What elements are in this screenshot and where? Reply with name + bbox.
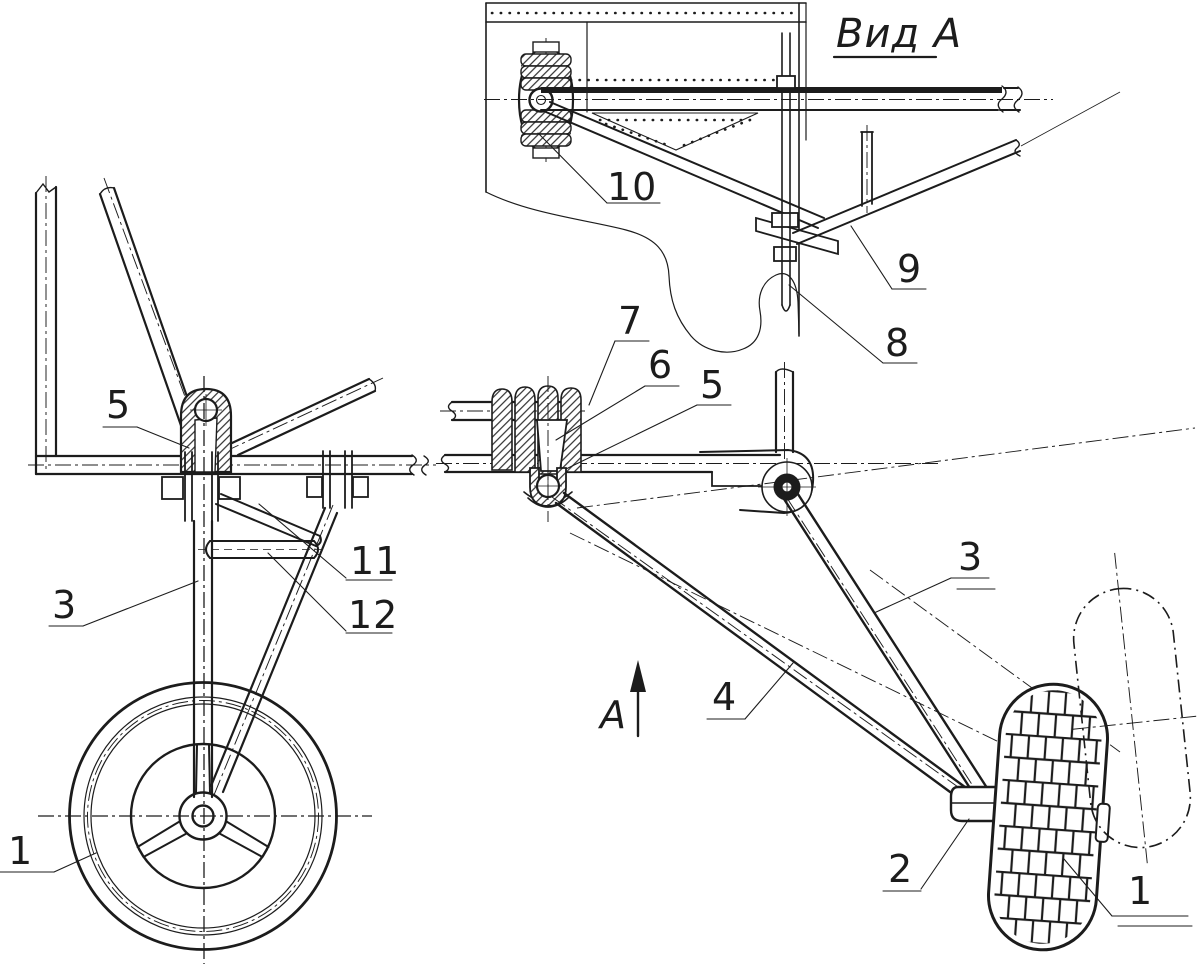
view-direction-arrow: [630, 660, 646, 738]
gusset-plate: [591, 112, 759, 151]
part-label-5-front: 5: [106, 383, 132, 427]
front-view: [0, 176, 436, 964]
view-arrow-letter: А: [600, 693, 627, 737]
part-label-3-side: 3: [958, 535, 984, 579]
part-label-6: 6: [648, 343, 674, 387]
cross-tube-12: [198, 540, 326, 559]
cross-tube: [484, 85, 1053, 113]
seat-diagonal-tube: [223, 377, 384, 457]
part-label-3-front: 3: [52, 583, 78, 627]
vertical-bolt-rod: [776, 32, 796, 312]
part-label-10: 10: [607, 165, 658, 209]
wheel-spokes: [136, 744, 270, 858]
tire-tread: [994, 690, 1102, 944]
brace-tube-9: [792, 91, 1121, 245]
pivot-lug: [179, 387, 233, 474]
part-label-1-side: 1: [1128, 869, 1154, 913]
main-strut-front: [192, 519, 214, 799]
view-title: Вид А: [836, 11, 963, 57]
detail-leaders: [537, 55, 938, 364]
frame-left-tube: [34, 176, 58, 476]
side-view: [436, 340, 1200, 952]
front-leaders: [0, 426, 393, 873]
part-label-11: 11: [350, 539, 401, 583]
part-label-1-front: 1: [8, 829, 34, 873]
jury-strut-11: [215, 493, 322, 547]
part-label-2: 2: [888, 847, 914, 891]
rubber-rings: [520, 41, 572, 159]
part-label-4: 4: [712, 675, 738, 719]
part-label-5-side: 5: [700, 363, 726, 407]
rubber-shock-absorber: [517, 38, 575, 162]
hinge-clamp-center: [161, 451, 241, 522]
hinge-clamp-right: [306, 450, 369, 509]
side-strut-front: [209, 504, 339, 796]
wheel-side: [986, 682, 1111, 952]
side-leaders: [555, 340, 1193, 927]
detail-view-a: [484, 2, 1121, 364]
fuselage-panel: [485, 2, 807, 353]
vertical-tube: [774, 362, 795, 470]
rear-pivot-bracket: [699, 448, 816, 516]
hub-tab: [1094, 802, 1111, 843]
wheel-front: [38, 376, 372, 964]
panel-break-line: [485, 191, 800, 353]
part-label-12: 12: [348, 593, 399, 637]
part-label-7: 7: [618, 299, 644, 343]
wheel-retracted-outline: [1072, 552, 1200, 864]
brace-4: [551, 491, 973, 802]
tube-break: [997, 85, 1007, 113]
diagonal-strut: [545, 101, 825, 229]
stub-fitting: [860, 125, 874, 213]
lever-and-lug: [529, 376, 569, 522]
part-label-8: 8: [885, 321, 911, 365]
gear-leg-3: [782, 489, 991, 801]
part-label-9: 9: [897, 247, 923, 291]
